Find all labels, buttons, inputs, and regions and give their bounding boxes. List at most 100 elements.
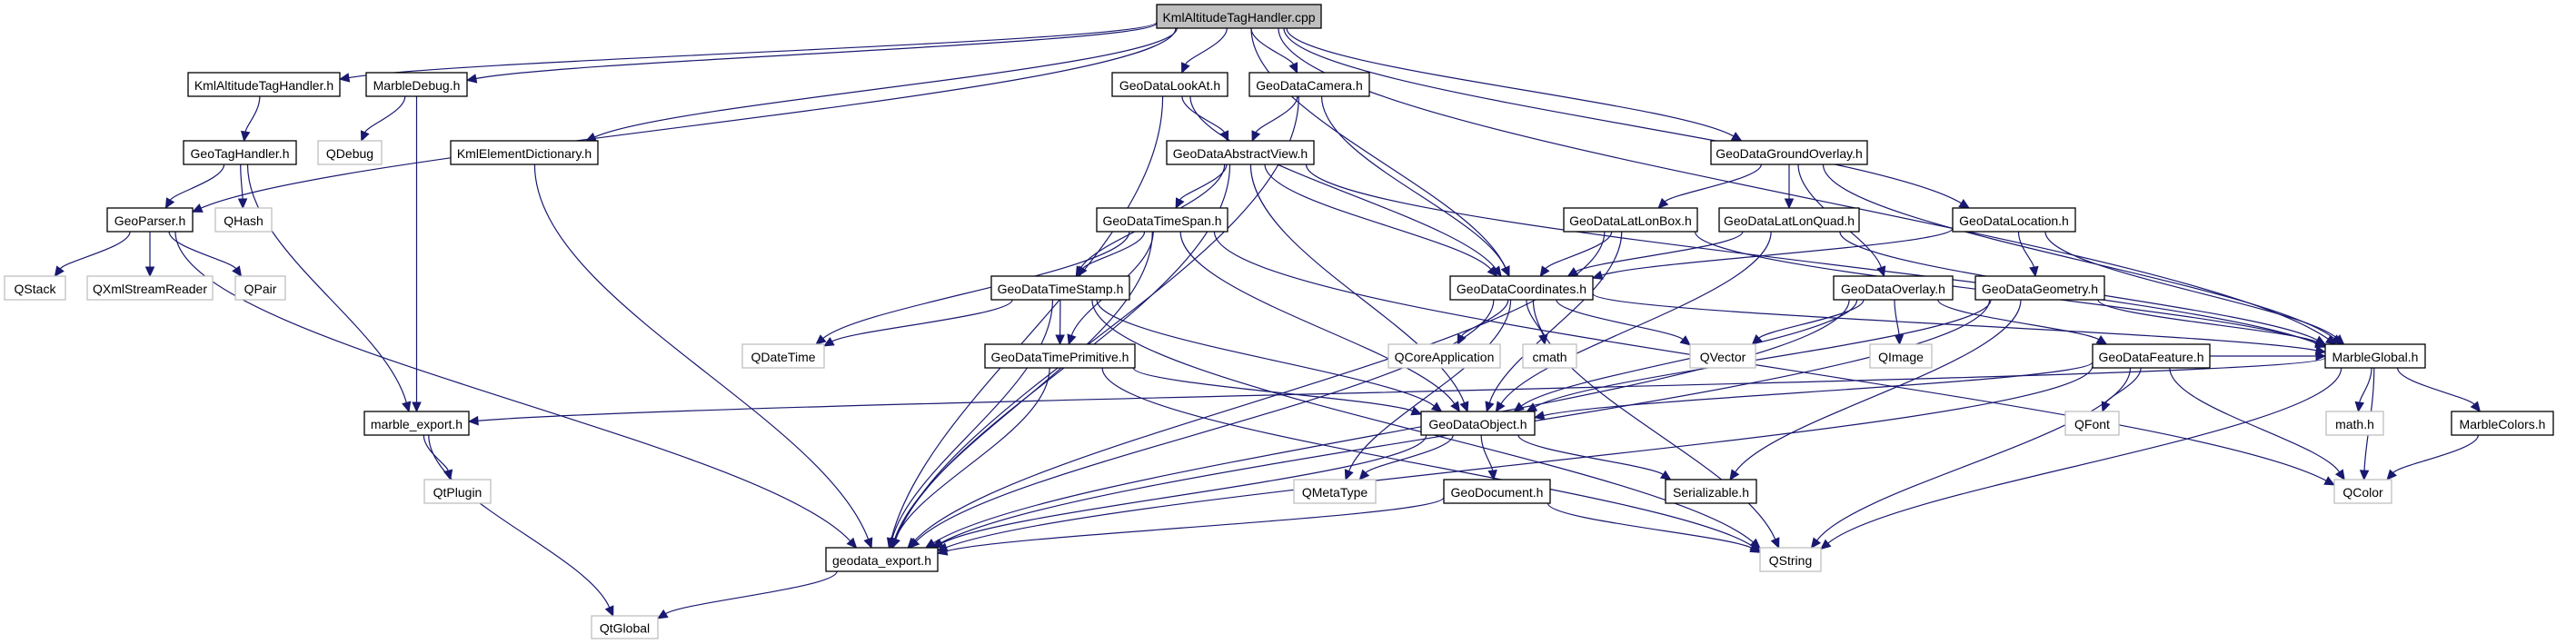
nodes-layer: KmlAltitudeTagHandler.cppKmlAltitudeTagH…: [4, 4, 2554, 639]
node-box: [365, 72, 468, 97]
edge-overlay-to-qimage: [1894, 299, 1905, 346]
arrowhead-icon: [191, 203, 204, 213]
edge-line: [1283, 27, 1962, 204]
node-qstring: QString: [1759, 547, 1822, 572]
arrowhead-icon: [1500, 265, 1510, 278]
edge-mglobal-to-mexport: [467, 357, 2326, 426]
arrowhead-icon: [846, 537, 858, 549]
edge-camera-to-coords: [1320, 95, 1510, 278]
node-location[interactable]: GeoDataLocation.h: [1952, 207, 2076, 233]
edge-coords-to-qmetatype: [1344, 299, 1512, 481]
node-qcoreapp: QCoreApplication: [1387, 343, 1501, 369]
edge-feature-to-mglobal: [2210, 351, 2327, 362]
node-box: [2064, 411, 2120, 436]
node-label: QtPlugin: [433, 485, 482, 500]
edge-root-to-kathh: [338, 21, 1158, 83]
node-object[interactable]: GeoDataObject.h: [1420, 411, 1536, 436]
node-timespan[interactable]: GeoDataTimeSpan.h: [1096, 207, 1228, 233]
node-box: [591, 615, 659, 639]
node-camera[interactable]: GeoDataCamera.h: [1248, 72, 1370, 97]
node-label: GeoTagHandler.h: [191, 146, 290, 161]
edge-line: [1091, 299, 1754, 543]
node-qtglobal: QtGlobal: [591, 615, 659, 639]
edge-gexport-to-qtglobal: [656, 570, 838, 619]
node-label: GeoDataLatLonBox.h: [1569, 213, 1692, 228]
node-qcolor: QColor: [2333, 479, 2392, 504]
node-label: QString: [1769, 553, 1812, 568]
node-timestamp[interactable]: GeoDataTimeStamp.h: [990, 275, 1130, 301]
node-mglobal[interactable]: MarbleGlobal.h: [2324, 343, 2426, 369]
node-label: GeoDataAbstractView.h: [1173, 146, 1308, 161]
node-label: KmlElementDictionary.h: [457, 146, 592, 161]
node-gtaghandler[interactable]: GeoTagHandler.h: [183, 140, 297, 165]
arrowhead-icon: [338, 73, 351, 83]
arrowhead-icon: [932, 539, 945, 549]
node-box: [1974, 275, 2105, 301]
arrowhead-icon: [1820, 539, 1832, 550]
arrowhead-icon: [1513, 401, 1525, 412]
node-box: [214, 207, 273, 233]
arrowhead-icon: [1430, 401, 1443, 412]
edge-line: [1179, 163, 1228, 201]
arrowhead-icon: [1251, 130, 1261, 143]
edge-line: [1185, 27, 1228, 65]
node-box: [1759, 547, 1822, 572]
edge-line: [946, 365, 2094, 549]
node-lookat[interactable]: GeoDataLookAt.h: [1111, 72, 1228, 97]
node-box: [1443, 479, 1551, 504]
node-qxml: QXmlStreamReader: [86, 275, 214, 301]
node-root[interactable]: KmlAltitudeTagHandler.cpp: [1156, 4, 1322, 29]
node-box: [86, 275, 214, 301]
edge-line: [1534, 299, 1992, 408]
edge-kathh-to-gtaghandler: [240, 95, 261, 143]
node-serializable[interactable]: Serializable.h: [1665, 479, 1757, 504]
edge-geometry-to-mglobal: [2097, 299, 2327, 347]
arrowhead-icon: [656, 609, 669, 619]
node-timeprim[interactable]: GeoDataTimePrimitive.h: [984, 343, 1136, 369]
edge-mexport-to-qtplugin: [423, 434, 453, 481]
node-geoparser[interactable]: GeoParser.h: [106, 207, 194, 233]
edge-geodoc-to-qstring: [1547, 502, 1762, 553]
node-qimage: QImage: [1869, 343, 1933, 369]
edge-mcolors-to-qcolor: [2386, 434, 2479, 481]
node-overlay[interactable]: GeoDataOverlay.h: [1833, 275, 1954, 301]
node-label: MarbleGlobal.h: [2332, 350, 2419, 364]
node-absview[interactable]: GeoDataAbstractView.h: [1166, 140, 1315, 165]
node-kathh[interactable]: KmlAltitudeTagHandler.h: [187, 72, 341, 97]
edge-line: [1250, 27, 1507, 269]
node-label: QtGlobal: [600, 621, 650, 636]
arrowhead-icon: [1358, 469, 1370, 481]
arrowhead-icon: [237, 198, 248, 210]
node-coords[interactable]: GeoDataCoordinates.h: [1449, 275, 1594, 301]
node-mcolors[interactable]: MarbleColors.h: [2451, 411, 2554, 436]
node-feature[interactable]: GeoDataFeature.h: [2092, 343, 2211, 369]
node-latlonquad[interactable]: GeoDataLatLonQuad.h: [1718, 207, 1860, 233]
node-mexport[interactable]: marble_export.h: [363, 411, 470, 436]
edge-overlay-to-feature: [1937, 299, 2108, 345]
node-mdebug[interactable]: MarbleDebug.h: [365, 72, 468, 97]
arrowhead-icon: [1067, 333, 1077, 346]
node-geometry[interactable]: GeoDataGeometry.h: [1974, 275, 2105, 301]
arrowhead-icon: [232, 265, 243, 278]
edge-root-to-lookat: [1181, 27, 1228, 74]
arrowhead-icon: [936, 546, 949, 556]
node-box: [1665, 479, 1757, 504]
node-label: GeoDataLocation.h: [1959, 213, 2069, 228]
node-kmledict[interactable]: KmlElementDictionary.h: [450, 140, 599, 165]
node-box: [1710, 140, 1868, 165]
edge-feature-to-object: [1533, 361, 2094, 421]
node-groundov[interactable]: GeoDataGroundOverlay.h: [1710, 140, 1868, 165]
node-box: [423, 479, 492, 504]
node-label: GeoParser.h: [114, 213, 186, 228]
node-box: [1952, 207, 2076, 233]
node-label: GeoDataOverlay.h: [1841, 282, 1945, 296]
node-geodoc[interactable]: GeoDocument.h: [1443, 479, 1551, 504]
node-box: [1111, 72, 1228, 97]
node-latlonbox[interactable]: GeoDataLatLonBox.h: [1563, 207, 1698, 233]
edge-line: [1894, 299, 1900, 336]
node-gexport[interactable]: geodata_export.h: [825, 547, 939, 572]
edge-feature-to-qcolor: [2169, 367, 2345, 481]
node-qpair: QPair: [234, 275, 286, 301]
node-box: [183, 140, 297, 165]
node-label: QXmlStreamReader: [93, 282, 207, 296]
